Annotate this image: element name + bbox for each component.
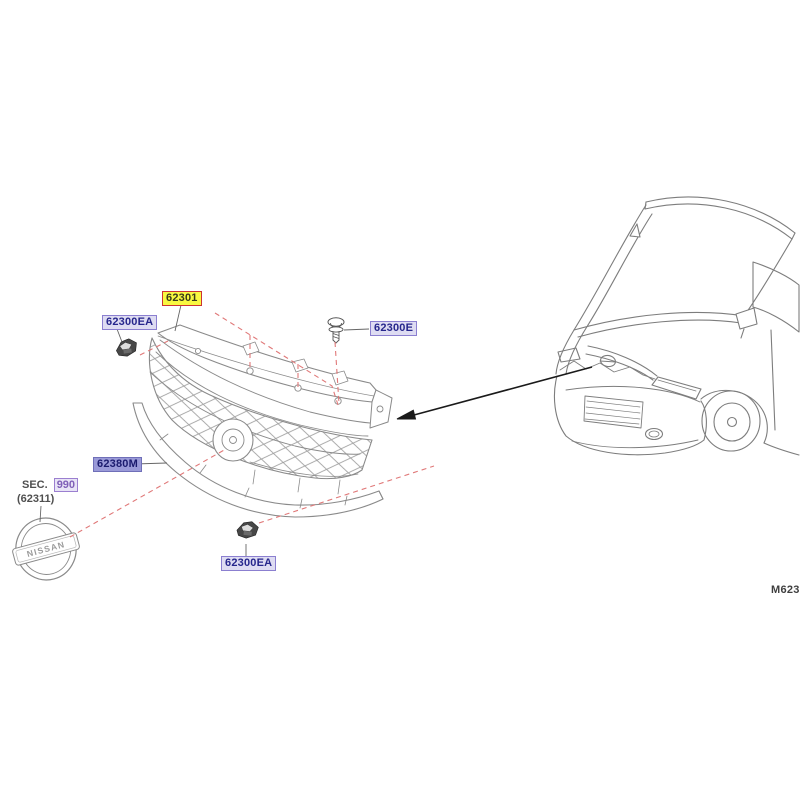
part-label-62300ea-bottom[interactable]: 62300EA <box>221 556 277 571</box>
part-label-62300e[interactable]: 62300E <box>370 321 418 336</box>
grille-assembly-drawing <box>148 324 393 495</box>
clip-drawing-bottom <box>236 521 259 539</box>
part-label-62300ea-top[interactable]: 62300EA <box>102 315 158 330</box>
reference-dashed-lines <box>69 312 435 538</box>
sheet-code: M623 <box>771 584 800 596</box>
section-number-badge[interactable]: 990 <box>53 478 79 492</box>
part-label-62301[interactable]: 62301 <box>162 291 202 306</box>
vehicle-drawing <box>553 196 800 456</box>
section-prefix: SEC. <box>22 479 48 491</box>
lower-molding-drawing <box>132 402 384 518</box>
section-reference: SEC. 990 <box>22 478 79 492</box>
nissan-emblem-drawing: NISSAN <box>12 517 80 581</box>
part-label-62380m[interactable]: 62380M <box>93 457 142 472</box>
pointer-arrow <box>396 366 593 420</box>
section-subnumber: (62311) <box>17 493 55 505</box>
screw-drawing <box>327 317 345 344</box>
clip-drawing-top <box>116 338 137 357</box>
